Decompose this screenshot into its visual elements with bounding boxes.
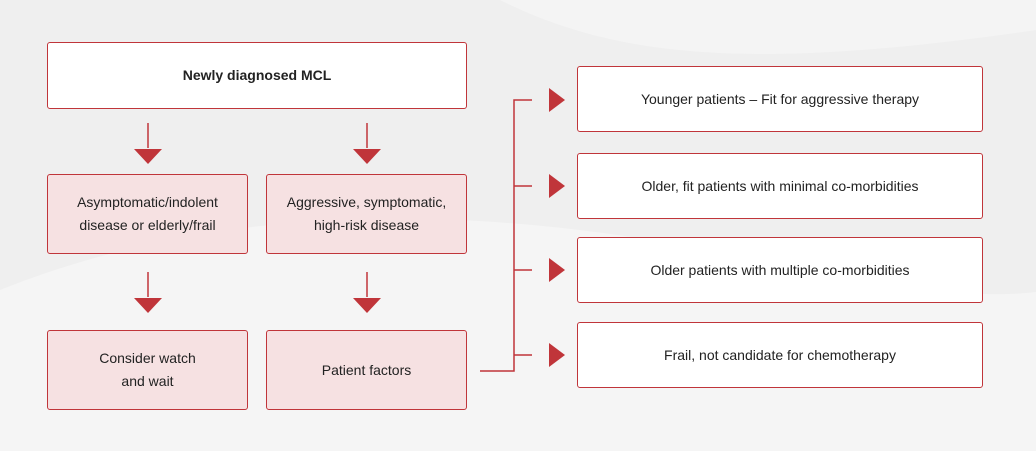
node-newly-diagnosed: Newly diagnosed MCL — [47, 42, 467, 109]
node-newly-diagnosed-label: Newly diagnosed MCL — [182, 67, 332, 83]
outcome-frail: Frail, not candidate for chemotherapy — [577, 322, 983, 388]
node-indolent-label: Asymptomatic/indolent disease or elderly… — [77, 194, 218, 233]
node-patient-factors: Patient factors — [266, 330, 467, 410]
arrowhead-right-1 — [549, 88, 565, 112]
node-aggressive: Aggressive, symptomatic, high-risk disea… — [266, 174, 467, 254]
node-watch-wait: Consider watch and wait — [47, 330, 248, 410]
node-aggressive-label: Aggressive, symptomatic, high-risk disea… — [286, 194, 447, 233]
outcome-older-fit-label: Older, fit patients with minimal co-morb… — [641, 177, 919, 194]
outcome-younger-patients: Younger patients – Fit for aggressive th… — [577, 66, 983, 132]
arrowhead-right-4 — [549, 343, 565, 367]
arrowhead-down-2 — [353, 149, 381, 164]
arrowhead-right-3 — [549, 258, 565, 282]
outcome-older-comorbid-label: Older patients with multiple co-morbidit… — [650, 261, 910, 278]
node-indolent: Asymptomatic/indolent disease or elderly… — [47, 174, 248, 254]
outcome-frail-label: Frail, not candidate for chemotherapy — [664, 346, 896, 363]
node-patient-factors-label: Patient factors — [321, 361, 412, 378]
outcome-younger-patients-label: Younger patients – Fit for aggressive th… — [640, 90, 920, 107]
outcome-older-fit: Older, fit patients with minimal co-morb… — [577, 153, 983, 219]
branch-line — [480, 99, 532, 372]
arrowhead-down-3 — [134, 298, 162, 313]
arrowhead-down-1 — [134, 149, 162, 164]
arrowhead-right-2 — [549, 174, 565, 198]
node-watch-wait-label: Consider watch and wait — [99, 350, 196, 389]
outcome-older-comorbid: Older patients with multiple co-morbidit… — [577, 237, 983, 303]
arrowhead-down-4 — [353, 298, 381, 313]
